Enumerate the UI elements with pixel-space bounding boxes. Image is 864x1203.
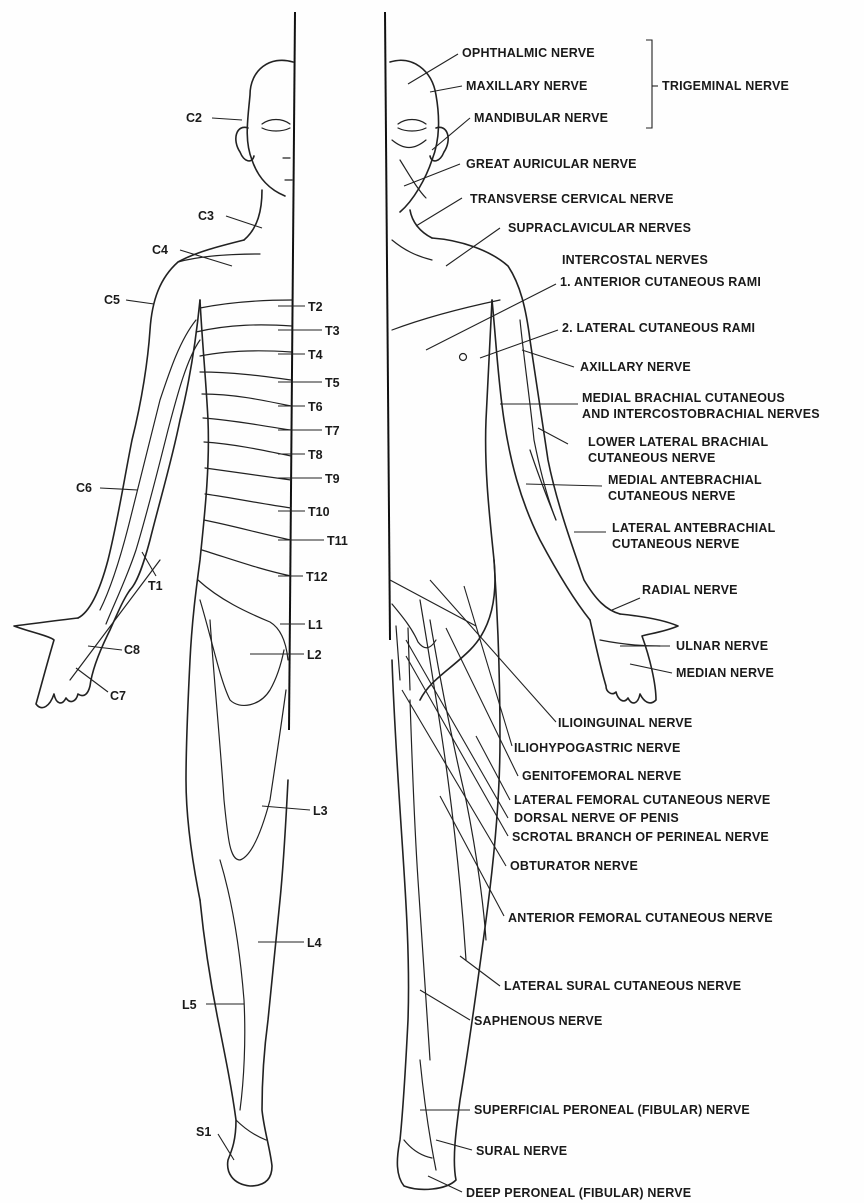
label-genitofemoral-nerve: GENITOFEMORAL NERVE (522, 769, 681, 783)
label-l5: L5 (182, 998, 197, 1012)
label-medial-antebrachial-line2: CUTANEOUS NERVE (608, 489, 736, 503)
label-c8: C8 (124, 643, 140, 657)
label-s1: S1 (196, 1125, 211, 1139)
label-trigeminal-nerve: TRIGEMINAL NERVE (662, 79, 789, 93)
label-l3: L3 (313, 804, 328, 818)
label-lateral-antebrachial-line2: CUTANEOUS NERVE (612, 537, 740, 551)
label-t7: T7 (325, 424, 340, 438)
label-dorsal-nerve-of-penis: DORSAL NERVE OF PENIS (514, 811, 679, 825)
label-c3: C3 (198, 209, 214, 223)
nerve-labels: OPHTHALMIC NERVE MAXILLARY NERVE MANDIBU… (462, 46, 820, 1200)
label-t2: T2 (308, 300, 323, 314)
label-obturator-nerve: OBTURATOR NERVE (510, 859, 638, 873)
label-t10: T10 (308, 505, 330, 519)
label-scrotal-branch: SCROTAL BRANCH OF PERINEAL NERVE (512, 830, 769, 844)
label-supraclavicular-nerves: SUPRACLAVICULAR NERVES (508, 221, 691, 235)
left-divider-line (289, 12, 295, 730)
label-axillary-nerve: AXILLARY NERVE (580, 360, 691, 374)
label-t11: T11 (327, 534, 348, 548)
label-t1: T1 (148, 579, 163, 593)
label-maxillary-nerve: MAXILLARY NERVE (466, 79, 588, 93)
label-lateral-cutaneous-rami: 2. LATERAL CUTANEOUS RAMI (562, 321, 755, 335)
label-anterior-cutaneous-rami: 1. ANTERIOR CUTANEOUS RAMI (560, 275, 761, 289)
label-l2: L2 (307, 648, 322, 662)
label-intercostal-nerves: INTERCOSTAL NERVES (562, 253, 708, 267)
label-superficial-peroneal-nerve: SUPERFICIAL PERONEAL (FIBULAR) NERVE (474, 1103, 750, 1117)
label-c5: C5 (104, 293, 120, 307)
label-saphenous-nerve: SAPHENOUS NERVE (474, 1014, 603, 1028)
label-ilioinguinal-nerve: ILIOINGUINAL NERVE (558, 716, 692, 730)
label-t12: T12 (306, 570, 328, 584)
label-t8: T8 (308, 448, 323, 462)
label-l4: L4 (307, 936, 322, 950)
label-t9: T9 (325, 472, 340, 486)
label-radial-nerve: RADIAL NERVE (642, 583, 738, 597)
label-lower-lateral-brachial-line2: CUTANEOUS NERVE (588, 451, 716, 465)
label-mandibular-nerve: MANDIBULAR NERVE (474, 111, 608, 125)
label-ophthalmic-nerve: OPHTHALMIC NERVE (462, 46, 595, 60)
label-medial-brachial-line1: MEDIAL BRACHIAL CUTANEOUS (582, 391, 785, 405)
label-lateral-femoral-cutaneous-nerve: LATERAL FEMORAL CUTANEOUS NERVE (514, 793, 770, 807)
label-medial-antebrachial-line1: MEDIAL ANTEBRACHIAL (608, 473, 762, 487)
label-median-nerve: MEDIAN NERVE (676, 666, 774, 680)
label-iliohypogastric-nerve: ILIOHYPOGASTRIC NERVE (514, 741, 681, 755)
label-c7: C7 (110, 689, 126, 703)
label-c6: C6 (76, 481, 92, 495)
label-anterior-femoral-cutaneous-nerve: ANTERIOR FEMORAL CUTANEOUS NERVE (508, 911, 773, 925)
label-deep-peroneal-nerve: DEEP PERONEAL (FIBULAR) NERVE (466, 1186, 691, 1200)
right-divider-line (385, 12, 390, 640)
label-transverse-cervical-nerve: TRANSVERSE CERVICAL NERVE (470, 192, 674, 206)
label-t5: T5 (325, 376, 340, 390)
label-lower-lateral-brachial-line1: LOWER LATERAL BRACHIAL (588, 435, 768, 449)
label-t4: T4 (308, 348, 323, 362)
label-great-auricular-nerve: GREAT AURICULAR NERVE (466, 157, 637, 171)
left-body-outline (14, 60, 293, 1186)
label-l1: L1 (308, 618, 323, 632)
label-lateral-antebrachial-line1: LATERAL ANTEBRACHIAL (612, 521, 776, 535)
label-t3: T3 (325, 324, 340, 338)
label-c2: C2 (186, 111, 202, 125)
label-sural-nerve: SURAL NERVE (476, 1144, 567, 1158)
label-lateral-sural-cutaneous-nerve: LATERAL SURAL CUTANEOUS NERVE (504, 979, 741, 993)
label-c4: C4 (152, 243, 168, 257)
label-t6: T6 (308, 400, 323, 414)
label-ulnar-nerve: ULNAR NERVE (676, 639, 768, 653)
label-medial-brachial-line2: AND INTERCOSTOBRACHIAL NERVES (582, 407, 820, 421)
